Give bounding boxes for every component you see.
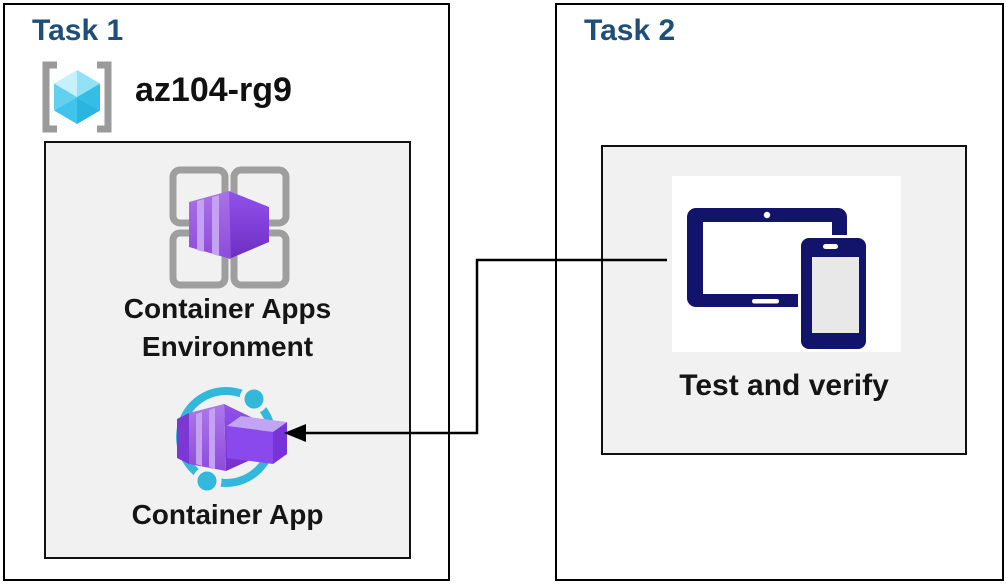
container-apps-environment-icon [169, 166, 290, 289]
devices-icon-card [672, 176, 901, 352]
task1-title: Task 1 [32, 14, 124, 47]
devices-icon [672, 176, 901, 352]
container-app-label: Container App [131, 499, 324, 530]
test-and-verify-label: Test and verify [679, 369, 889, 402]
resource-group-name: az104-rg9 [135, 71, 292, 109]
resource-group-icon [42, 61, 112, 133]
container-app-icon [176, 384, 287, 496]
task1-box: Task 1 az104-rg9 [3, 3, 450, 581]
task2-title: Task 2 [584, 14, 676, 47]
container-apps-environment-label: Container Apps Environment [123, 293, 332, 362]
task1-environment-panel: Container Apps Environment [44, 141, 411, 559]
task2-inner-panel: Test and verify [601, 145, 967, 455]
task2-box: Task 2 Test and verify [555, 3, 1004, 581]
